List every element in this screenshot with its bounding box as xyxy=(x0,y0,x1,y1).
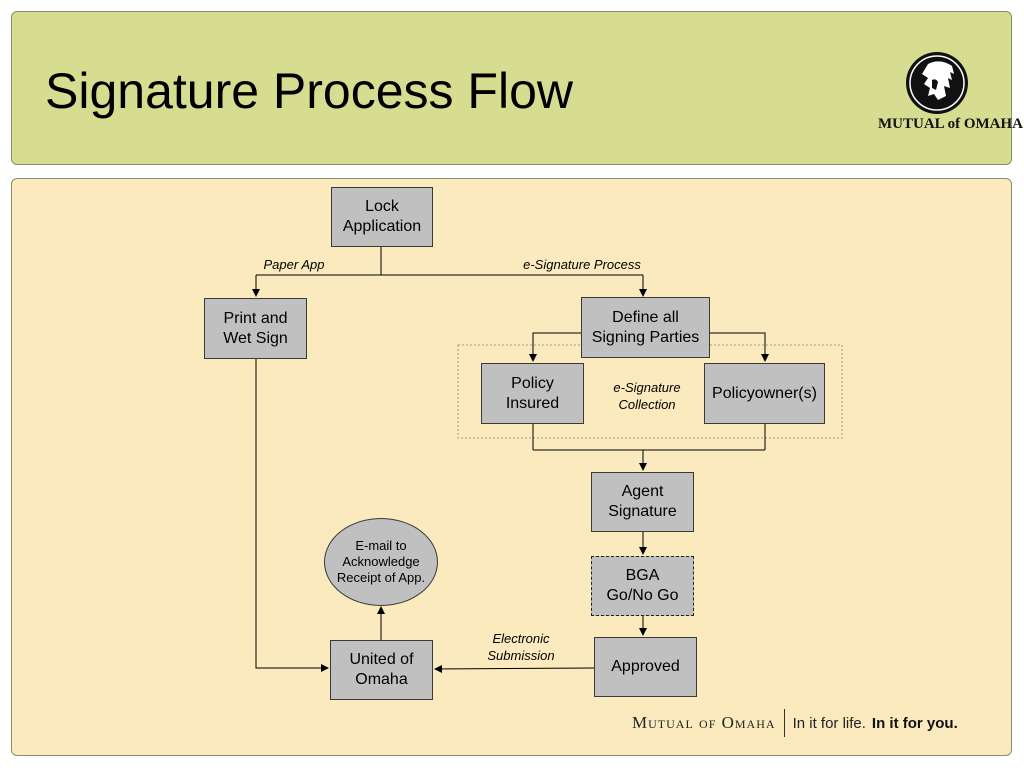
arrow-to-united xyxy=(434,664,595,673)
node-approved: Approved xyxy=(594,637,697,697)
node-united-of-omaha: United of Omaha xyxy=(330,640,433,700)
footer-divider xyxy=(783,709,785,737)
arrow-to-insured xyxy=(529,332,581,362)
node-policy-insured: Policy Insured xyxy=(481,363,584,424)
node-define-signing-parties: Define all Signing Parties xyxy=(581,297,710,358)
mutual-of-omaha-logo: MUTUAL of OMAHA xyxy=(878,50,1023,138)
arrow-print-to-united xyxy=(255,359,329,672)
node-agent-signature: Agent Signature xyxy=(591,472,694,532)
indian-head-icon xyxy=(906,52,968,114)
label-esignature-collection: e-Signature Collection xyxy=(613,380,681,412)
arrow-to-policyowner xyxy=(710,332,769,362)
slide-title: Signature Process Flow xyxy=(45,63,574,119)
label-electronic-submission: Electronic Submission xyxy=(487,631,555,663)
node-bga-go-no-go: BGA Go/No Go xyxy=(591,556,694,616)
footer-brand: Mutual of Omaha xyxy=(632,713,776,732)
logo-wordmark: MUTUAL of OMAHA xyxy=(878,116,1023,132)
header-panel xyxy=(11,11,1012,165)
footer-tagline: In it for life. xyxy=(792,714,866,732)
node-lock-application: Lock Application xyxy=(331,187,433,247)
node-email-acknowledge: E-mail to Acknowledge Receipt of App. xyxy=(324,518,438,606)
node-policyowner: Policyowner(s) xyxy=(704,363,825,424)
label-esignature-process: e-Signature Process xyxy=(523,257,641,272)
label-paper-app: Paper App xyxy=(263,257,325,272)
body-panel xyxy=(11,178,1012,756)
footer-tagline-bold: In it for you. xyxy=(871,714,958,732)
node-print-wet-sign: Print and Wet Sign xyxy=(204,298,307,359)
footer: Mutual of Omaha In it for life. In it fo… xyxy=(632,708,1002,738)
